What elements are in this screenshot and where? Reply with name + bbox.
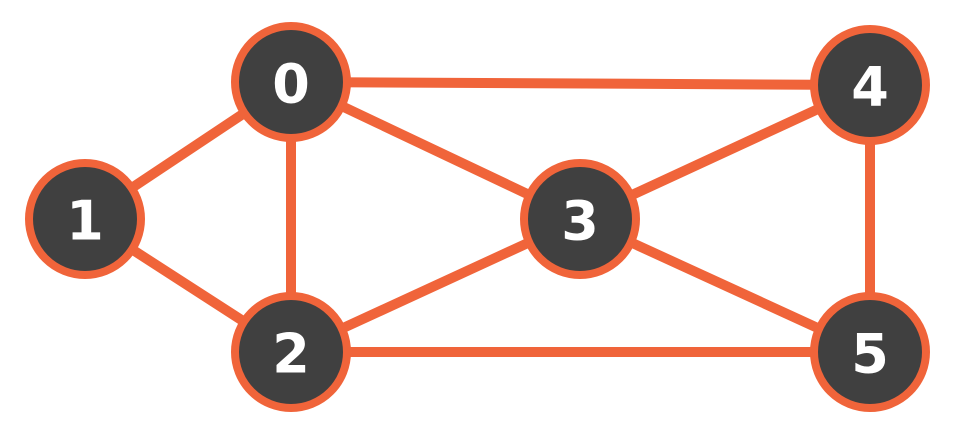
node-circle (231, 22, 351, 142)
node-circle (520, 159, 640, 279)
node-circle (810, 25, 930, 145)
node-label: 3 (561, 190, 599, 253)
node-0: 0 (231, 22, 351, 142)
edge-layer (80, 77, 875, 357)
node-label: 2 (272, 323, 310, 386)
node-layer: 0 1 2 3 4 5 (25, 22, 930, 412)
node-3: 3 (520, 159, 640, 279)
node-4: 4 (810, 25, 930, 145)
node-label: 1 (66, 190, 104, 253)
node-circle (25, 159, 145, 279)
edge-0-4 (286, 77, 875, 90)
node-label: 4 (851, 56, 889, 119)
node-1: 1 (25, 159, 145, 279)
node-label: 5 (851, 323, 889, 386)
node-2: 2 (231, 292, 351, 412)
node-circle (231, 292, 351, 412)
node-5: 5 (810, 292, 930, 412)
node-label: 0 (272, 53, 310, 116)
node-circle (810, 292, 930, 412)
